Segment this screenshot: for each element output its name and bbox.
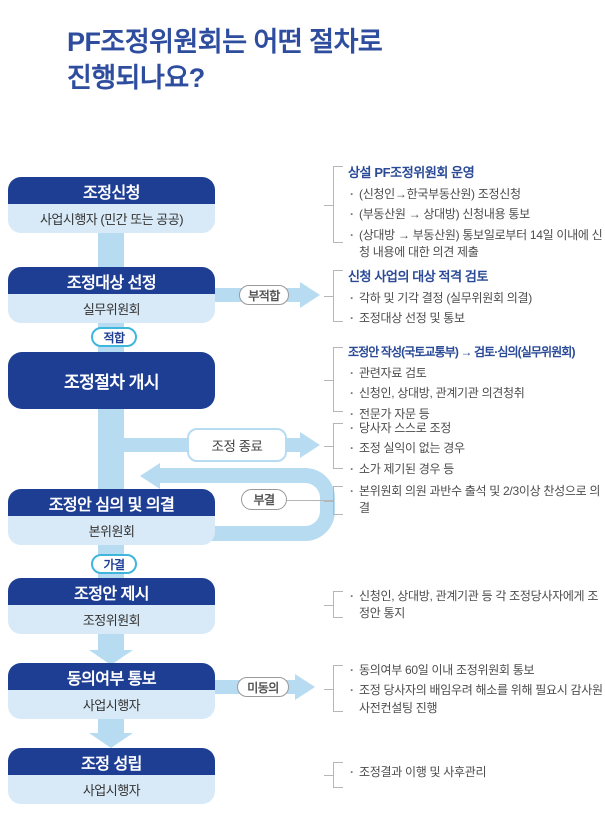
annotation-bullet: (신청인→한국부동산원) 조정신청	[348, 186, 603, 204]
badge-fail-label: 부적합	[248, 288, 280, 303]
page-title-line2: 진행되나요?	[67, 63, 205, 94]
step-title: 조정안 심의 및 의결	[8, 489, 215, 516]
step-target-selection: 조정대상 선정 실무위원회	[8, 267, 215, 323]
flow-connector-1	[98, 231, 124, 269]
mediation-end-text: 조정 종료	[211, 439, 263, 454]
down-arrow-icon	[89, 733, 133, 748]
badge-fail: 부적합	[239, 285, 289, 305]
annotation-bullet: 조정 당사자의 배임우려 해소를 위해 필요시 감사원 사전컨설팅 진행	[348, 682, 603, 717]
bracket-tick	[324, 688, 334, 690]
badge-rejected-label: 부결	[253, 493, 275, 507]
annotation-list: (신청인→한국부동산원) 조정신청 (부동산원 → 상대방) 신청내용 통보 (…	[348, 186, 603, 262]
annotation-list: 당사자 스스로 조정 조정 실익이 없는 경우 소가 제기된 경우 등	[348, 420, 603, 479]
annotation-group-4: 당사자 스스로 조정 조정 실익이 없는 경우 소가 제기된 경우 등	[348, 420, 603, 481]
badge-pass-label: 적합	[103, 330, 125, 345]
step-subtitle: 본위원회	[8, 516, 215, 545]
annotation-bullet: 조정대상 선정 및 통보	[348, 310, 603, 328]
end-branch-shaft	[100, 438, 187, 452]
connector-line	[287, 500, 333, 501]
bracket-tick	[324, 379, 334, 381]
annotation-bullet: 신청인, 상대방, 관계기관 등 각 조정당사자에게 조정안 통지	[348, 588, 603, 623]
annotation-group-8: 조정결과 이행 및 사후관리	[348, 764, 603, 784]
annotation-bullet: 각하 및 기각 결정 (실무위원회 의결)	[348, 290, 603, 308]
step-title: 동의여부 통보	[8, 663, 215, 690]
flow-connector-5	[98, 632, 124, 651]
step-title: 조정절차 개시	[63, 373, 160, 392]
annotation-list: 각하 및 기각 결정 (실무위원회 의결) 조정대상 선정 및 통보	[348, 290, 603, 328]
annotation-list: 본위원회 의원 과반수 출석 및 2/3이상 찬성으로 의결	[348, 483, 603, 518]
annotation-list: 신청인, 상대방, 관계기관 등 각 조정당사자에게 조정안 통지	[348, 588, 603, 623]
annotation-bullet: 본위원회 의원 과반수 출석 및 2/3이상 찬성으로 의결	[348, 483, 603, 518]
step-procedure-start: 조정절차 개시	[8, 352, 215, 409]
annotation-bullet: 조정 실익이 없는 경우	[348, 440, 603, 458]
step-subtitle: 사업시행자	[8, 775, 215, 804]
bracket-tick	[324, 204, 334, 206]
step-proposal-presentation: 조정안 제시 조정위원회	[8, 578, 215, 634]
step-mediation-settled: 조정 성립 사업시행자	[8, 748, 215, 804]
step-subtitle: 사업시행자	[8, 690, 215, 719]
right-arrow-icon	[295, 674, 315, 700]
step-subtitle: 실무위원회	[8, 294, 215, 323]
bracket-tick	[324, 775, 334, 776]
annotation-bullet: 조정결과 이행 및 사후관리	[348, 764, 603, 782]
annotation-header: 조정안 작성(국토교통부) → 검토·심의(실무위원회)	[348, 345, 575, 359]
annotation-bullet: 소가 제기된 경우 등	[348, 461, 603, 479]
annotation-header: 신청 사업의 대상 적격 검토	[348, 269, 489, 284]
annotation-list: 관련자료 검토 신청인, 상대방, 관계기관 의견청취 전문가 자문 등	[348, 365, 603, 424]
bracket	[324, 762, 343, 788]
step-subtitle: 사업시행자 (민간 또는 공공)	[8, 204, 215, 233]
bracket	[324, 591, 343, 618]
annotation-group-1: 상설 PF조정위원회 운영 (신청인→한국부동산원) 조정신청 (부동산원 → …	[348, 162, 603, 265]
annotation-group-6: 신청인, 상대방, 관계기관 등 각 조정당사자에게 조정안 통지	[348, 588, 603, 626]
right-arrow-icon	[300, 432, 320, 458]
bracket-tick	[324, 604, 334, 606]
annotation-bullet: (부동산원 → 상대방) 신청내용 통보	[348, 206, 603, 224]
annotation-bullet: 관련자료 검토	[348, 365, 603, 383]
bracket-tick	[324, 296, 334, 297]
badge-disagree: 미동의	[237, 677, 289, 697]
annotation-bullet: (상대방 → 부동산원) 통보일로부터 14일 이내에 신청 내용에 대한 의견…	[348, 227, 603, 262]
badge-rejected: 부결	[241, 489, 287, 510]
bracket	[324, 423, 343, 469]
bracket	[324, 486, 343, 515]
left-arrow-icon	[140, 463, 160, 489]
page-title: PF조정위원회는 어떤 절차로 진행되나요?	[67, 24, 547, 97]
badge-approved: 가결	[91, 554, 137, 574]
bracket	[324, 166, 343, 243]
bracket-tick	[324, 500, 334, 502]
badge-pass: 적합	[91, 327, 137, 347]
bracket	[324, 270, 343, 322]
annotation-group-5: 본위원회 의원 과반수 출석 및 2/3이상 찬성으로 의결	[348, 483, 603, 521]
annotation-bullet: 신청인, 상대방, 관계기관 의견청취	[348, 385, 603, 403]
bracket	[324, 347, 343, 412]
annotation-group-2: 신청 사업의 대상 적격 검토 각하 및 기각 결정 (실무위원회 의결) 조정…	[348, 266, 603, 331]
annotation-header: 상설 PF조정위원회 운영	[348, 165, 475, 180]
step-deliberation: 조정안 심의 및 의결 본위원회	[8, 489, 215, 545]
annotation-list: 조정결과 이행 및 사후관리	[348, 764, 603, 782]
step-title: 조정신청	[8, 177, 215, 204]
badge-disagree-label: 미동의	[247, 680, 279, 695]
page-title-line1: PF조정위원회는 어떤 절차로	[67, 27, 383, 57]
step-title: 조정대상 선정	[8, 267, 215, 294]
end-branch-shaft-2	[285, 438, 301, 452]
step-subtitle: 조정위원회	[8, 605, 215, 634]
annotation-bullet: 당사자 스스로 조정	[348, 420, 603, 438]
label-mediation-end: 조정 종료	[187, 428, 287, 462]
bracket-tick	[324, 446, 334, 447]
down-arrow-icon	[89, 650, 133, 665]
annotation-group-7: 동의여부 60일 이내 조정위원회 통보 조정 당사자의 배임우려 해소를 위해…	[348, 662, 603, 720]
annotation-group-3: 조정안 작성(국토교통부) → 검토·심의(실무위원회) 관련자료 검토 신청인…	[348, 343, 603, 426]
right-arrow-icon	[300, 282, 320, 308]
step-title: 조정 성립	[8, 748, 215, 775]
annotation-bullet: 전문가 자문 등	[348, 406, 603, 424]
annotation-bullet: 동의여부 60일 이내 조정위원회 통보	[348, 662, 603, 680]
bracket	[324, 665, 343, 712]
flow-connector-6	[98, 716, 124, 734]
step-consent-notification: 동의여부 통보 사업시행자	[8, 663, 215, 719]
badge-approved-label: 가결	[103, 557, 125, 572]
step-application: 조정신청 사업시행자 (민간 또는 공공)	[8, 177, 215, 233]
step-title: 조정안 제시	[8, 578, 215, 605]
annotation-list: 동의여부 60일 이내 조정위원회 통보 조정 당사자의 배임우려 해소를 위해…	[348, 662, 603, 717]
